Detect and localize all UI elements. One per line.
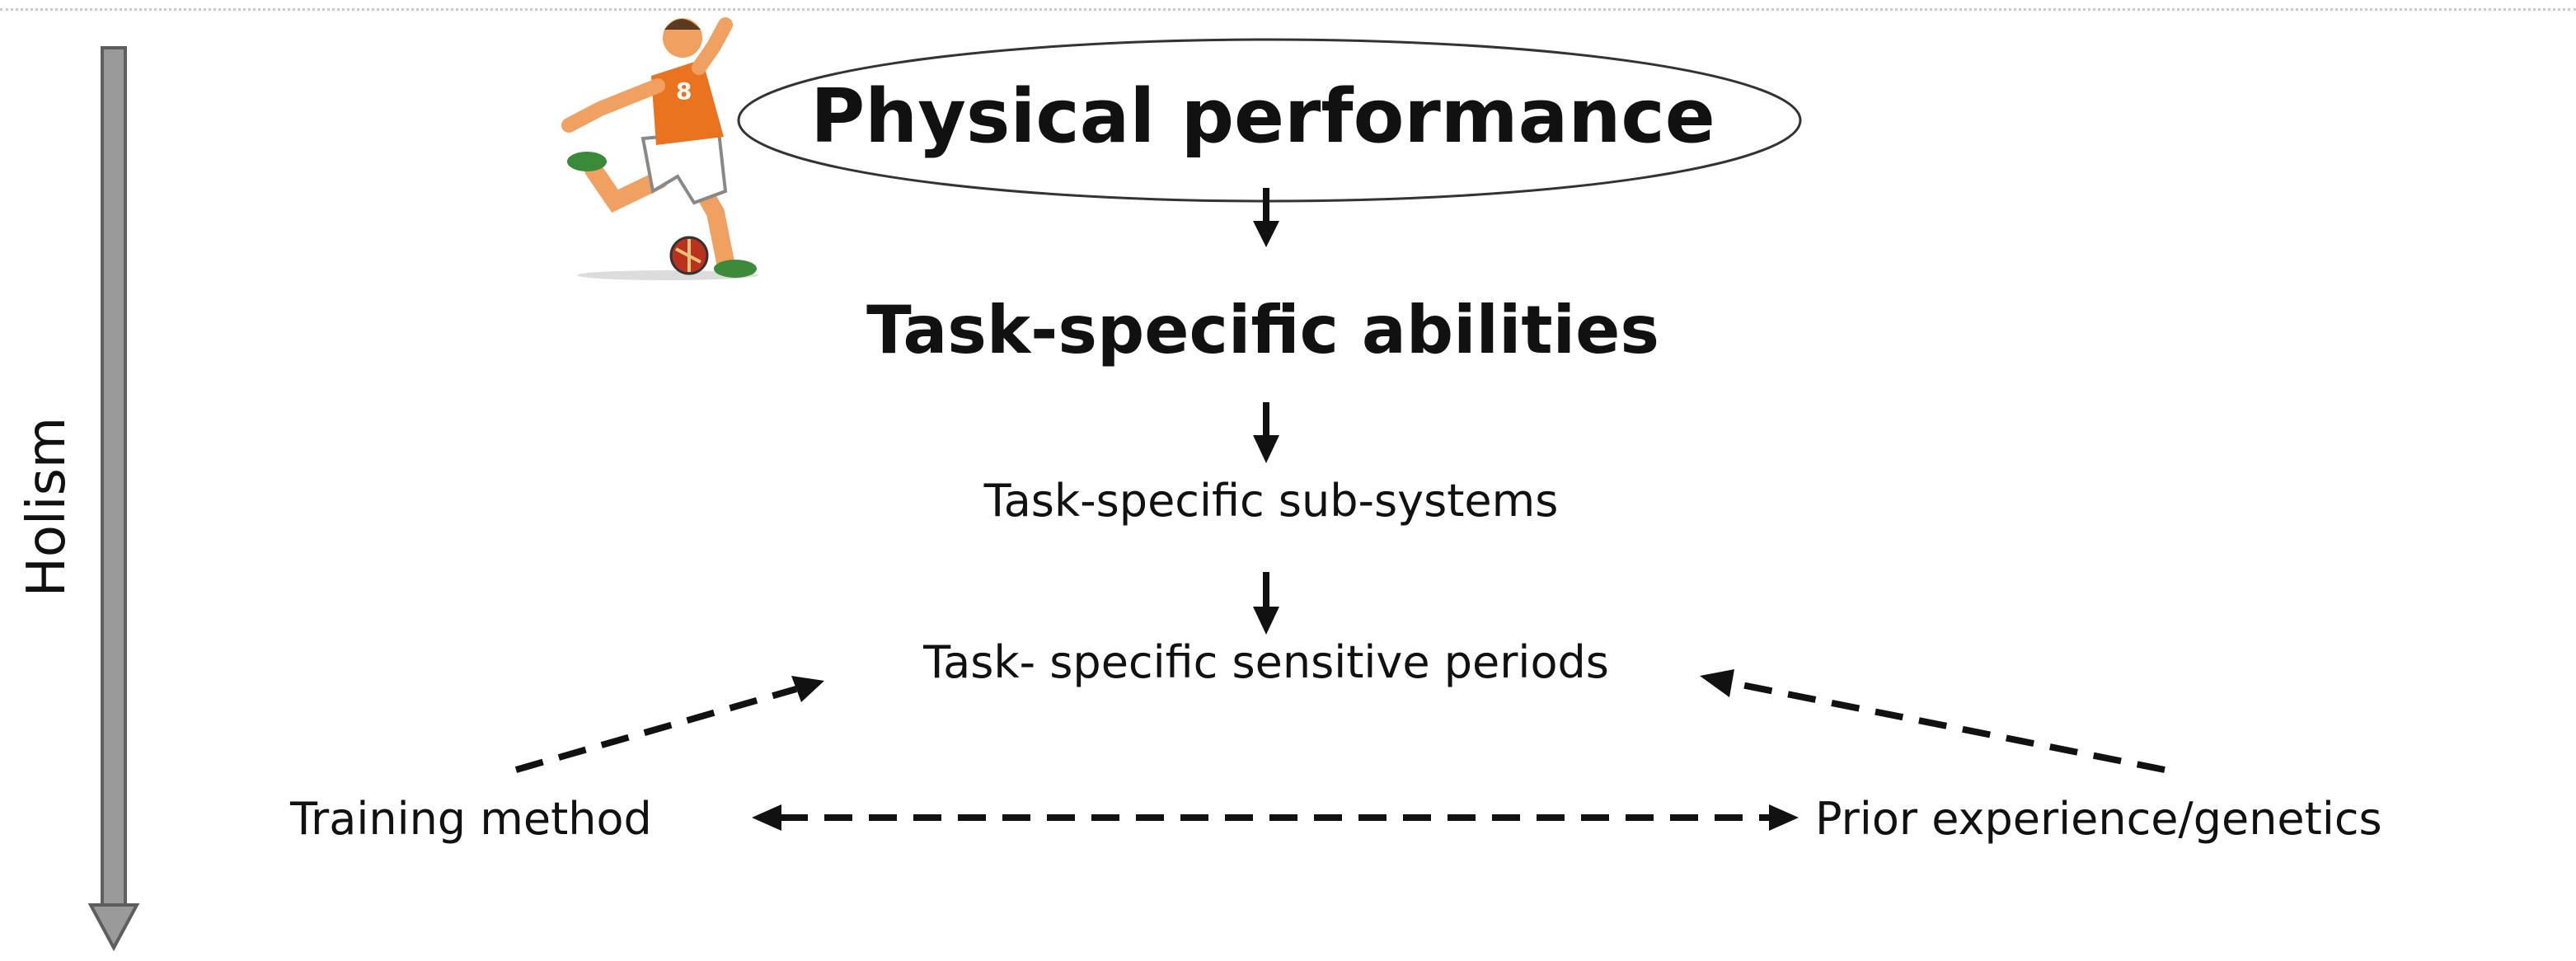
dashed-arrow-prior-to-periods — [1700, 669, 2165, 773]
holism-axis-label: Holism — [16, 417, 77, 598]
arrow-abilities-to-subsystems — [1253, 402, 1279, 463]
physical-performance-title: Physical performance — [810, 73, 1715, 160]
task-specific-sub-systems-label: Task-specific sub-systems — [983, 475, 1559, 527]
task-specific-abilities-label: Task-specific abilities — [866, 292, 1659, 368]
dashed-double-arrow-training-prior — [752, 804, 1799, 831]
soccer-player-icon: 8 — [561, 17, 758, 280]
training-method-label: Training method — [289, 793, 652, 845]
svg-text:8: 8 — [676, 77, 692, 105]
top-dotted-rule — [0, 8, 2576, 11]
dashed-arrow-training-to-periods — [514, 676, 824, 773]
arrow-subsystems-to-sensitive-periods — [1253, 572, 1279, 635]
arrow-performance-to-abilities — [1253, 188, 1279, 247]
holism-axis-arrow — [87, 46, 140, 952]
task-specific-sensitive-periods-label: Task- specific sensitive periods — [922, 636, 1609, 688]
prior-experience-genetics-label: Prior experience/genetics — [1815, 793, 2382, 845]
